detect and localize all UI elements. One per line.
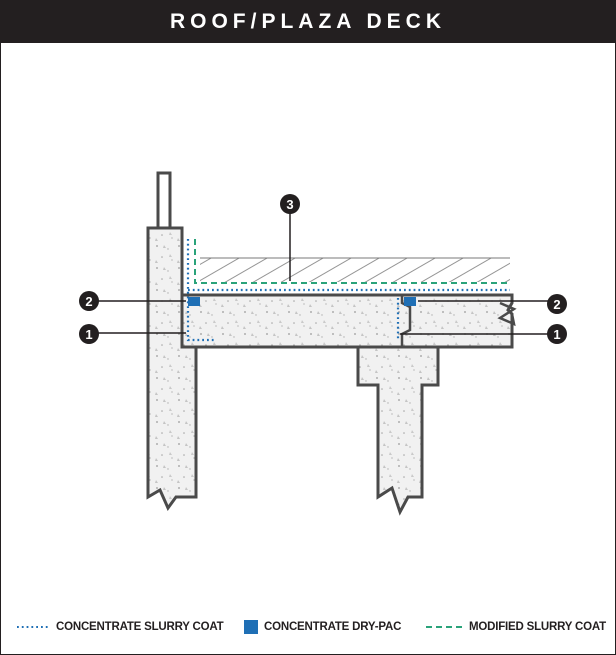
callout-1-right: 1 (547, 324, 567, 344)
concentrate-slurry-coat-line (186, 239, 215, 342)
square-swatch (244, 620, 258, 634)
precast-slab-joint (400, 295, 412, 347)
legend-item-dry-pac: CONCENTRATE DRY-PAC (244, 612, 401, 642)
legend: CONCENTRATE SLURRY COAT CONCENTRATE DRY-… (0, 612, 616, 642)
legend-label: CONCENTRATE DRY-PAC (264, 621, 402, 633)
callout-number: 1 (85, 327, 92, 342)
callout-1-left: 1 (79, 324, 99, 344)
page-title: ROOF/PLAZA DECK (169, 9, 447, 33)
callout-3-top: 3 (280, 194, 300, 214)
dotted-line-swatch (17, 626, 49, 628)
leader-lines (98, 213, 548, 335)
left-wall (146, 226, 198, 511)
topping-slab (200, 258, 510, 282)
roof-deck-section-diagram: 2 1 3 2 1 (79, 171, 567, 516)
legend-item-modified-slurry: MODIFIED SLURRY COAT (425, 612, 606, 642)
support-beam (356, 345, 440, 516)
callout-number: 2 (553, 297, 560, 312)
callout-2-left: 2 (79, 291, 99, 311)
legend-label: CONCENTRATE SLURRY COAT (56, 621, 224, 633)
dashed-line-swatch (426, 626, 462, 628)
slab-break (497, 301, 517, 327)
drypac-mark-right (404, 297, 416, 306)
callout-number: 1 (553, 327, 560, 342)
structural-slab (180, 293, 514, 349)
callout-number: 2 (85, 294, 92, 309)
legend-item-slurry-coat: CONCENTRATE SLURRY COAT (16, 612, 224, 642)
drypac-mark-left (188, 297, 200, 306)
legend-label: MODIFIED SLURRY COAT (469, 621, 606, 633)
callout-number: 3 (286, 197, 293, 212)
title-bar: ROOF/PLAZA DECK (0, 0, 616, 43)
callout-2-right: 2 (547, 294, 567, 314)
modified-slurry-coat-line (194, 239, 510, 284)
